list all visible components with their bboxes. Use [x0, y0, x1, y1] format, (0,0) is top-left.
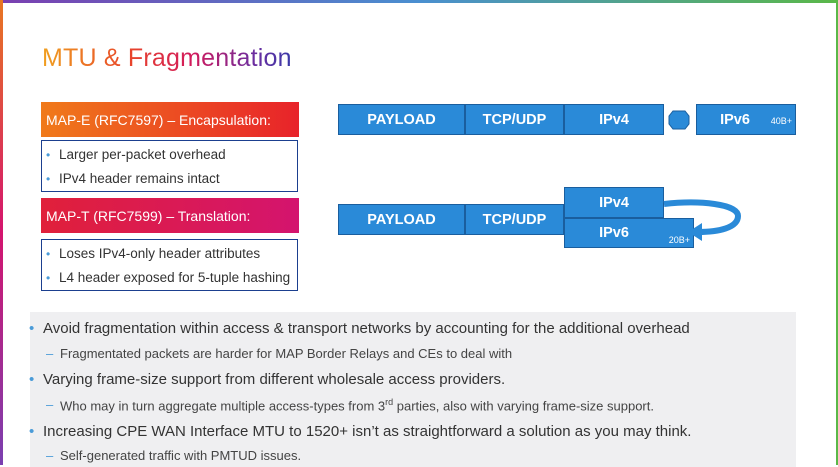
map-t-ipv6-block: IPv6 20B+: [564, 218, 694, 248]
map-e-header: MAP-E (RFC7597) – Encapsulation:: [41, 102, 299, 137]
note-bullet: Avoid fragmentation within access & tran…: [29, 320, 690, 337]
note-bullet: Varying frame-size support from differen…: [29, 371, 505, 388]
map-t-payload-block: PAYLOAD: [338, 204, 465, 235]
note-bullet: Increasing CPE WAN Interface MTU to 1520…: [29, 423, 691, 440]
map-e-ipv4-block: IPv4: [564, 104, 664, 135]
map-t-overhead-label: 20B+: [668, 235, 690, 245]
note-subbullet: Fragmentated packets are harder for MAP …: [46, 346, 512, 361]
map-t-bullet: L4 header exposed for 5-tuple hashing: [42, 266, 297, 290]
plus-icon: [668, 110, 690, 130]
slide-top-border: [0, 0, 838, 3]
map-t-ipv4-block: IPv4: [564, 187, 664, 218]
map-e-tcpudp-block: TCP/UDP: [465, 104, 564, 135]
slide-title: MTU & Fragmentation: [42, 44, 292, 72]
notes-panel: [30, 312, 796, 467]
map-e-bullet: IPv4 header remains intact: [42, 167, 297, 191]
note-subbullet-text: parties, also with varying frame-size su…: [393, 398, 654, 414]
note-superscript: rd: [385, 397, 394, 407]
note-subbullet: Self-generated traffic with PMTUD issues…: [46, 448, 301, 463]
map-t-bullet: Loses IPv4-only header attributes: [42, 242, 297, 266]
map-t-header: MAP-T (RFC7599) – Translation:: [41, 198, 299, 233]
map-e-bullet: Larger per-packet overhead: [42, 143, 297, 167]
map-e-bullets: Larger per-packet overhead IPv4 header r…: [41, 140, 298, 192]
map-t-tcpudp-block: TCP/UDP: [465, 204, 564, 235]
map-t-ipv6-label: IPv6: [599, 225, 629, 241]
map-e-ipv6-label: IPv6: [720, 111, 750, 128]
note-subbullet: Who may in turn aggregate multiple acces…: [46, 397, 654, 414]
slide-left-border: [0, 0, 3, 465]
map-e-payload-block: PAYLOAD: [338, 104, 465, 135]
map-t-bullets: Loses IPv4-only header attributes L4 hea…: [41, 239, 298, 291]
translate-arrow-icon: [663, 199, 742, 241]
map-e-overhead-label: 40B+: [770, 116, 792, 126]
slide-right-border: [836, 0, 838, 465]
map-e-ipv6-block: IPv6 40B+: [696, 104, 796, 135]
note-subbullet-text: Who may in turn aggregate multiple acces…: [60, 398, 386, 414]
